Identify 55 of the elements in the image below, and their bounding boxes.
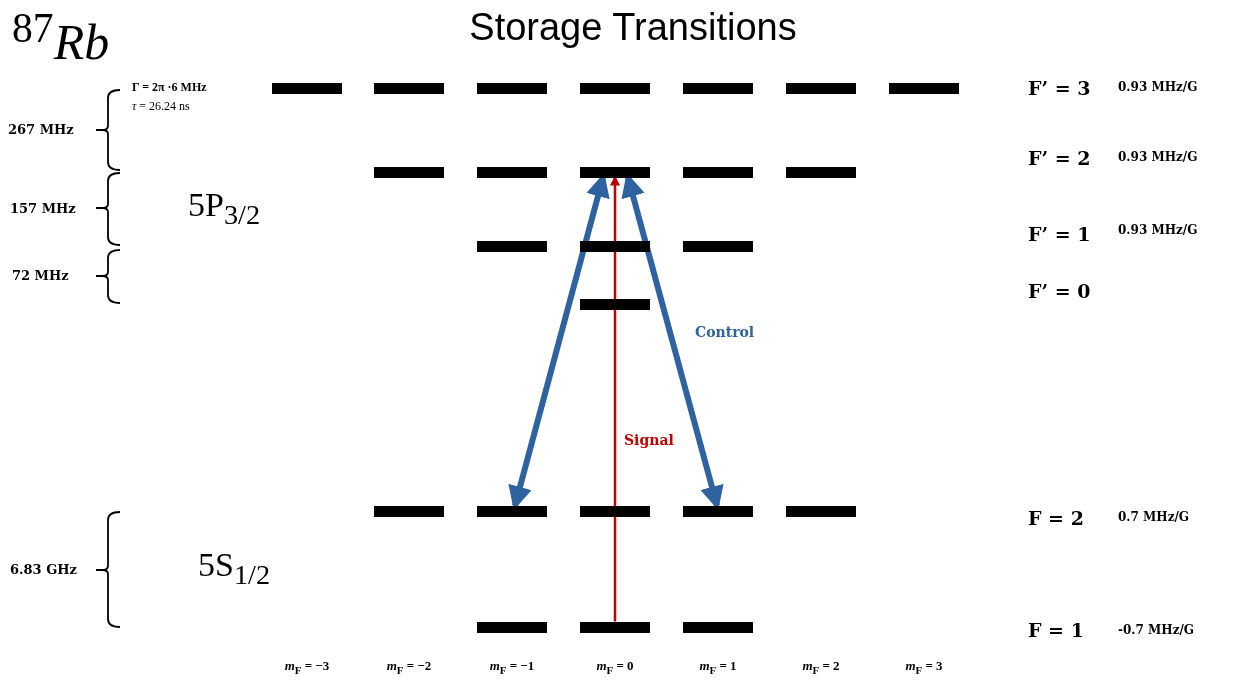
mf-label: m$_{F}$ = −2 bbox=[386, 659, 432, 677]
frequency-label: 6.83 GHz bbox=[10, 562, 77, 578]
frequency-label: 72 MHz bbox=[12, 268, 69, 284]
frequency-label: 267 MHz bbox=[8, 122, 74, 138]
mf-label: m$_{F}$ = −3 bbox=[284, 659, 330, 677]
level-label: F’ = 1 bbox=[1028, 223, 1091, 245]
g-factor-label: 0.93 MHz/G bbox=[1118, 224, 1198, 238]
energy-level-bar bbox=[477, 166, 547, 178]
energy-level-bar bbox=[580, 505, 650, 517]
energy-level-bar bbox=[580, 166, 650, 178]
energy-level-bar bbox=[477, 505, 547, 517]
energy-level-bar bbox=[477, 82, 547, 94]
energy-level-bar bbox=[272, 82, 342, 94]
energy-level-bar bbox=[786, 505, 856, 517]
energy-level-bar bbox=[683, 505, 753, 517]
element-label: $^{87}$Rb bbox=[12, 5, 110, 71]
level-label: F = 1 bbox=[1028, 619, 1084, 641]
energy-level-bar bbox=[374, 505, 444, 517]
state-label: 5P$_{3/2}$ bbox=[188, 186, 261, 230]
linewidth-label: Γ = 2π ·6 MHz bbox=[132, 81, 207, 95]
energy-level-bar bbox=[683, 240, 753, 252]
mf-label: m$_{F}$ = 1 bbox=[699, 659, 737, 677]
energy-level-bar bbox=[477, 240, 547, 252]
energy-level-bar bbox=[683, 621, 753, 633]
level-label: F = 2 bbox=[1028, 507, 1084, 529]
g-factor-label: 0.93 MHz/G bbox=[1118, 81, 1198, 95]
edge-label: Signal bbox=[624, 432, 674, 448]
energy-level-bar bbox=[683, 166, 753, 178]
diagram-title: Storage Transitions bbox=[469, 7, 797, 49]
mf-label: m$_{F}$ = −1 bbox=[489, 659, 535, 677]
g-factor-label: -0.7 MHz/G bbox=[1118, 624, 1195, 638]
energy-level-bar bbox=[889, 82, 959, 94]
energy-level-bar bbox=[477, 621, 547, 633]
level-label: F’ = 2 bbox=[1028, 147, 1091, 169]
energy-level-bar bbox=[683, 82, 753, 94]
energy-level-bar bbox=[580, 621, 650, 633]
mf-label: m$_{F}$ = 2 bbox=[802, 659, 840, 677]
state-label: 5S$_{1/2}$ bbox=[198, 546, 271, 590]
level-label: F’ = 0 bbox=[1028, 280, 1091, 302]
frequency-label: 157 MHz bbox=[10, 201, 76, 217]
mf-label: m$_{F}$ = 3 bbox=[905, 659, 943, 677]
g-factor-label: 0.7 MHz/G bbox=[1118, 511, 1190, 525]
edge-label: Control bbox=[695, 324, 755, 340]
mf-label: m$_{F}$ = 0 bbox=[596, 659, 634, 677]
energy-level-bar bbox=[786, 82, 856, 94]
transition-arrow bbox=[610, 175, 620, 622]
energy-level-bar bbox=[374, 82, 444, 94]
energy-level-bar bbox=[786, 166, 856, 178]
g-factor-label: 0.93 MHz/G bbox=[1118, 151, 1198, 165]
energy-level-bar bbox=[580, 82, 650, 94]
energy-level-bar bbox=[580, 240, 650, 252]
lifetime-label: τ = 26.24 ns bbox=[132, 100, 190, 114]
energy-level-bar bbox=[580, 298, 650, 310]
level-label: F’ = 3 bbox=[1028, 77, 1091, 99]
energy-level-bar bbox=[374, 166, 444, 178]
